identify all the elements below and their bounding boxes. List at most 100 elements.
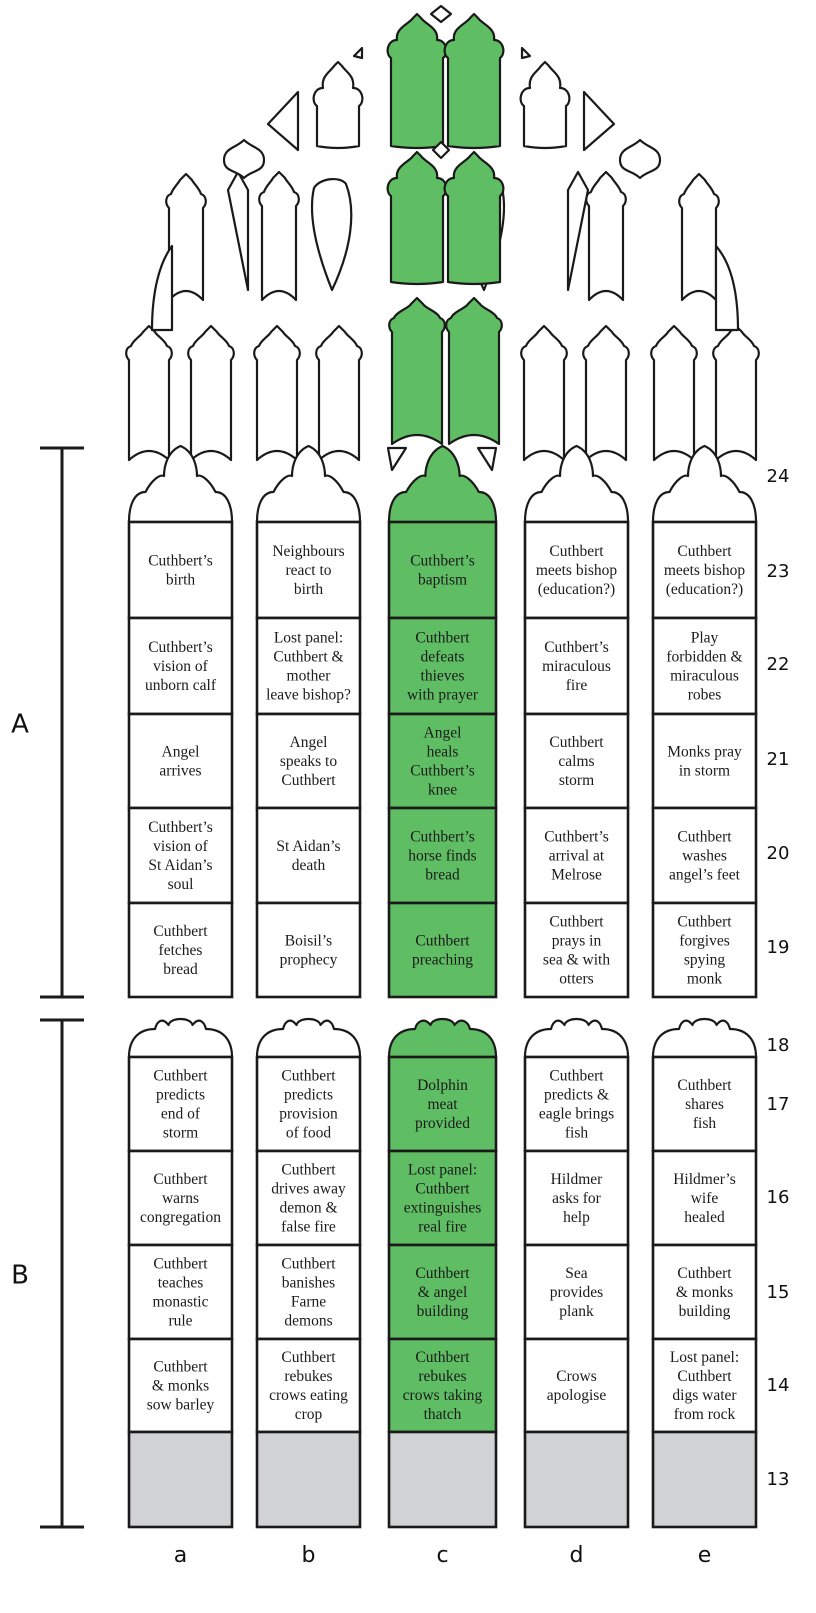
tracery-light	[253, 324, 301, 462]
panel-13e	[651, 1430, 758, 1529]
tracery-triangle	[386, 446, 408, 472]
tracery-light-green	[445, 296, 503, 446]
tracery-light	[650, 324, 698, 462]
arch-head-d	[523, 444, 630, 524]
arch-head-lower-d	[523, 1017, 630, 1059]
tracery-quatrefoil	[618, 138, 662, 180]
tracery-dagger	[310, 178, 353, 292]
tracery-triangle	[520, 46, 532, 60]
arch-head-a	[127, 444, 234, 524]
panel-13b	[255, 1430, 362, 1529]
tracery-light	[165, 172, 207, 302]
tracery-diamond	[431, 140, 451, 160]
row-number: 19	[767, 937, 790, 958]
row-number: 23	[767, 561, 790, 582]
panel-13d	[523, 1430, 630, 1529]
section-brackets: AB	[11, 446, 84, 1529]
panel-13a	[127, 1430, 234, 1529]
tracery-triangle	[476, 446, 498, 472]
row-number: 20	[767, 843, 790, 864]
tracery-spandrel	[714, 244, 740, 332]
window-tracery	[125, 4, 760, 1059]
tracery-light	[315, 324, 363, 462]
column-label-c: c	[436, 1543, 448, 1568]
tracery-diamond	[429, 4, 453, 24]
arch-head-lower-c	[387, 1017, 498, 1059]
section-bracket-b: B	[11, 1018, 84, 1529]
tracery-light	[520, 324, 568, 462]
tracery-light	[125, 324, 173, 462]
tracery-light-green	[386, 150, 448, 286]
column-label-e: e	[698, 1543, 712, 1568]
arch-head-lower-b	[255, 1017, 362, 1059]
row-number: 21	[767, 749, 790, 770]
tracery-light	[519, 60, 571, 150]
row-number: 14	[767, 1375, 790, 1396]
column-label-d: d	[570, 1543, 584, 1568]
tracery-quatrefoil	[222, 138, 266, 180]
section-label: A	[11, 710, 29, 740]
tracery-spandrel	[566, 170, 590, 292]
tracery-spandrel	[150, 244, 174, 332]
tracery-light	[678, 172, 720, 302]
tracery-triangle	[266, 90, 300, 152]
arch-head-c	[387, 444, 498, 524]
panel-13c	[387, 1430, 498, 1529]
arch-head-b	[255, 444, 362, 524]
tracery-light	[187, 324, 235, 462]
tracery-light	[312, 60, 364, 150]
